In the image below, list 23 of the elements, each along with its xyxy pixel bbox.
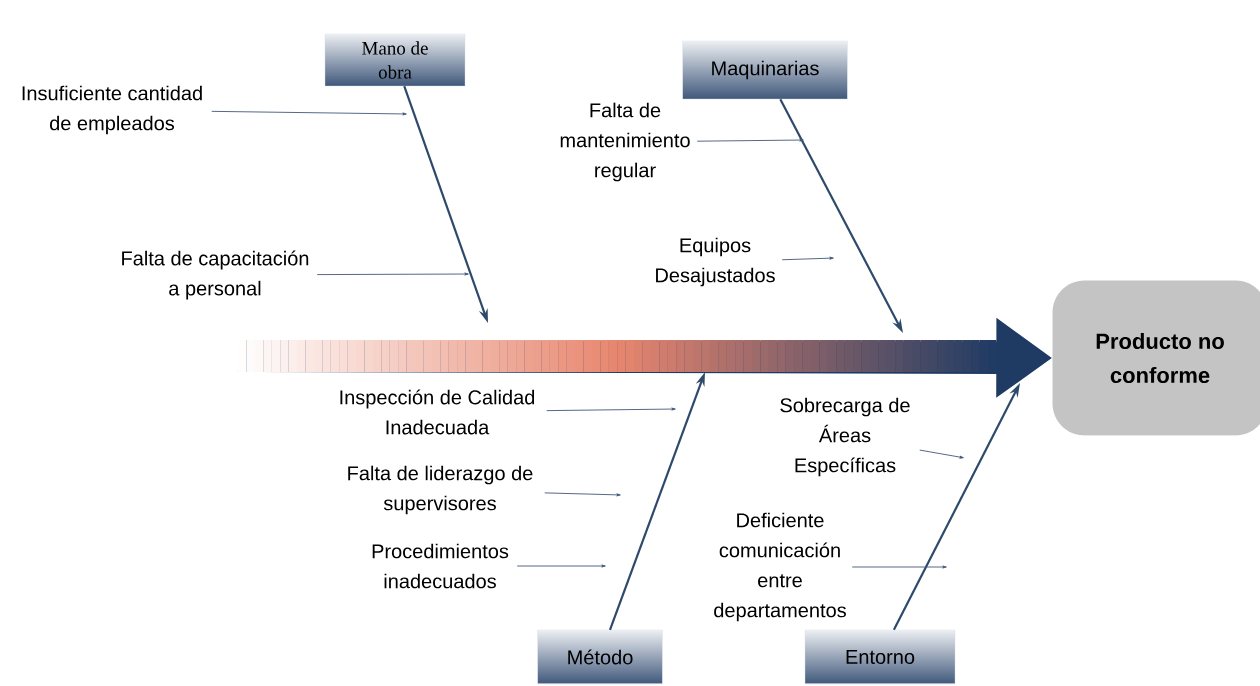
cause-arrow	[546, 407, 676, 412]
cause-label: Falta de liderazgo de supervisores	[348, 465, 533, 515]
category-box: Mano de obra	[324, 33, 466, 87]
cause-label: Deficiente comunicación entre departamentos	[714, 512, 846, 622]
cause-label: Sobrecarga de Áreas Específicas	[780, 397, 910, 477]
cause-arrow	[544, 492, 621, 497]
cause-arrow	[696, 138, 804, 142]
cause-arrow	[919, 449, 964, 459]
cause-label: Equipos Desajustados	[656, 237, 775, 287]
category-box: Método	[537, 629, 663, 685]
cause-arrow	[516, 564, 606, 568]
category-box: Entorno	[804, 629, 956, 685]
cause-arrow	[316, 272, 469, 276]
cause-label: Inspección de Calidad Inadecuada	[340, 389, 535, 435]
effect-box: Producto no conforme	[1052, 280, 1260, 436]
cause-arrow	[211, 110, 407, 116]
cause-arrow	[781, 256, 834, 261]
cause-label: Insuficiente cantidad de empleados	[22, 85, 202, 135]
cause-label: Falta de capacitación a personal	[122, 250, 309, 300]
category-box: Maquinarias	[682, 40, 848, 100]
cause-label: Falta de mantenimiento regular	[560, 102, 690, 182]
cause-arrow	[851, 565, 947, 569]
cause-label: Procedimientos inadecuados	[372, 543, 509, 589]
